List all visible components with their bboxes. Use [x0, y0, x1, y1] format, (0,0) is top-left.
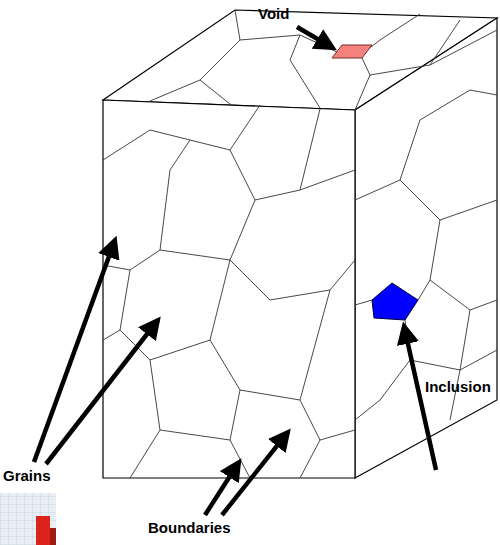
grain-boundaries	[103, 10, 497, 478]
inclusion-shape	[372, 283, 418, 320]
callout-label: Grains	[3, 467, 51, 485]
void-shape	[332, 45, 372, 58]
callout-label: Void	[258, 5, 289, 23]
callout-label: Boundaries	[148, 519, 231, 537]
leader-arrows	[34, 27, 436, 515]
cube	[103, 10, 497, 478]
chart-thumbnail	[0, 493, 56, 545]
callout-label: Inclusion	[425, 378, 491, 396]
